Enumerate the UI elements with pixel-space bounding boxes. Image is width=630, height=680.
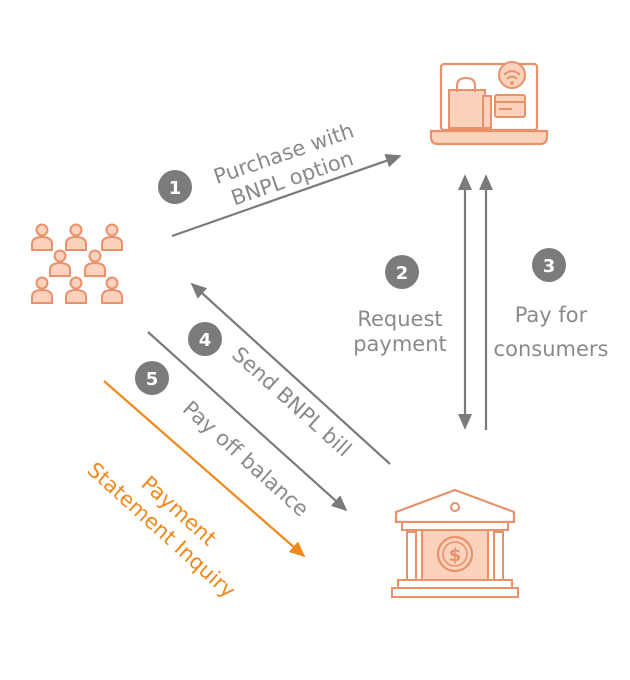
svg-text:2: 2 xyxy=(396,263,409,284)
arrow-step-1 xyxy=(171,154,402,238)
step-3-badge: 3 xyxy=(532,248,566,282)
arrow-payment-statement-inquiry xyxy=(103,380,306,558)
step-3-label: Pay for consumers xyxy=(494,303,609,361)
svg-text:3: 3 xyxy=(543,256,556,277)
payment-statement-inquiry-label: Payment Statement Inquiry xyxy=(83,458,240,603)
people-group-icon xyxy=(31,223,123,304)
arrow-step-4 xyxy=(190,282,391,465)
laptop-shopping-icon xyxy=(429,61,549,146)
step-5-badge: 5 xyxy=(135,361,169,395)
svg-text:4: 4 xyxy=(199,330,212,351)
svg-text:consumers: consumers xyxy=(494,337,609,361)
arrow-step-5 xyxy=(147,331,348,512)
step-2-badge: 2 xyxy=(385,255,419,289)
svg-text:Request: Request xyxy=(357,307,442,331)
step-1-badge: 1 xyxy=(158,170,192,204)
step-4-badge: 4 xyxy=(188,322,222,356)
step-2-label: Request payment xyxy=(353,307,447,356)
svg-text:$: $ xyxy=(449,545,462,566)
step-1-label: Purchase with BNPL option xyxy=(211,118,357,210)
svg-text:5: 5 xyxy=(146,369,159,390)
svg-text:Pay for: Pay for xyxy=(515,303,588,327)
bank-dollar-icon: $ xyxy=(391,488,519,598)
svg-text:payment: payment xyxy=(353,332,447,356)
svg-text:1: 1 xyxy=(169,178,182,199)
